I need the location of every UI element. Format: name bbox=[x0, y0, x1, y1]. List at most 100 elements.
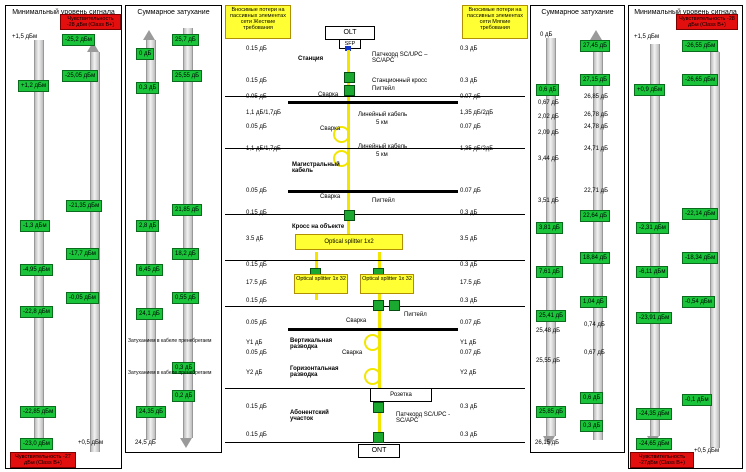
socket-box: Розетка bbox=[370, 388, 432, 402]
left-sum-value-0: 25,7 дБ bbox=[172, 34, 199, 46]
right-sum-value-17: 1,04 дБ bbox=[580, 296, 607, 308]
right-sensitivity-top: Чувствительность -28 дБм (Class B+) bbox=[676, 14, 738, 30]
hard-loss-17: 0.15 дБ bbox=[246, 432, 267, 438]
soft-loss-1: 0.3 дБ bbox=[460, 78, 478, 84]
sfp-port-icon bbox=[345, 46, 351, 51]
right-signal-value-9: -24,35 дБм bbox=[636, 408, 673, 420]
hard-loss-4: 0.05 дБ bbox=[246, 124, 267, 130]
right-signal-up-arrow bbox=[710, 52, 720, 448]
line-cable-coil-2 bbox=[333, 150, 350, 167]
soft-loss-10: 17.5 дБ bbox=[460, 280, 481, 286]
hard-loss-5: 1,1 дБ/1,7дБ bbox=[246, 146, 281, 152]
left-signal-value-2: +1,2 дБм bbox=[18, 80, 50, 92]
splice-label-1: Сварка bbox=[318, 92, 339, 98]
left-sum-value-5: 2,8 дБ bbox=[136, 220, 160, 232]
right-sum-value-10: 3,44 дБ bbox=[538, 156, 559, 162]
left-signal-bottom-value: +0,5 дБм bbox=[78, 440, 104, 446]
right-signal-value-3: -22,14 дБм bbox=[682, 208, 719, 220]
right-sum-value-24: 25,85 дБ bbox=[536, 406, 567, 418]
olt-box: OLT bbox=[325, 26, 375, 40]
right-sum-down-arrowhead bbox=[543, 436, 555, 446]
right-sum-value-9: 24,71 дБ bbox=[584, 146, 609, 152]
thick-separator-1 bbox=[288, 101, 458, 104]
ont-connector bbox=[373, 432, 384, 443]
ont-box: ONT bbox=[358, 444, 400, 458]
patchcord-top-label: Патчкорд SC/UPC – SC/APC bbox=[372, 52, 428, 64]
splice-label-4: Сварка bbox=[346, 318, 367, 324]
subscriber-section-label: Абонентский участок bbox=[290, 410, 329, 422]
right-signal-value-4: -2,31 дБм bbox=[636, 222, 669, 234]
splice-label-5: Сварка bbox=[342, 350, 363, 356]
hard-loss-3: 1,1 дБ/1,7дБ bbox=[246, 110, 281, 116]
soft-loss-4: 0.07 дБ bbox=[460, 124, 481, 130]
right-signal-value-11: -24,65 дБм bbox=[636, 438, 673, 450]
hard-loss-7: 0.15 дБ bbox=[246, 210, 267, 216]
line-5km-label-2: 5 км bbox=[376, 152, 388, 158]
soft-loss-15: Y2 дБ bbox=[460, 370, 477, 376]
left-sum-note-1: Затуханием в кабеле пренебрегаем bbox=[128, 338, 212, 344]
soft-loss-12: 0.07 дБ bbox=[460, 320, 481, 326]
pigtail-label-2: Пигтейл bbox=[372, 198, 395, 204]
hard-loss-16: 0.15 дБ bbox=[246, 404, 267, 410]
vertical-cable-coil bbox=[364, 334, 381, 351]
hard-loss-8: 3.5 дБ bbox=[246, 236, 264, 242]
olt-label: OLT bbox=[343, 29, 357, 36]
soft-loss-8: 3.5 дБ bbox=[460, 236, 478, 242]
right-signal-bottom-value: +0,5 дБм bbox=[694, 448, 720, 454]
right-signal-value-0: -26,55 дБм bbox=[682, 40, 719, 52]
sfp-label: SFP bbox=[344, 41, 356, 47]
right-sum-up-arrowhead bbox=[590, 30, 602, 40]
right-sum-value-6: 2,02 дБ bbox=[538, 114, 559, 120]
soft-loss-7: 0.3 дБ bbox=[460, 210, 478, 216]
station-cross-label: Станционный кросс bbox=[372, 78, 428, 84]
hard-requirements-header: Вносимые потери на пассивных элементах с… bbox=[225, 5, 291, 39]
splice-label-3: Сварка bbox=[320, 194, 341, 200]
soft-loss-11: 0.3 дБ bbox=[460, 298, 478, 304]
separator-line-4 bbox=[225, 260, 525, 261]
splice-connector-a bbox=[373, 300, 384, 311]
thick-separator-3 bbox=[288, 328, 458, 331]
left-signal-value-0: -25,2 дБм bbox=[62, 34, 95, 46]
left-sum-up-arrowhead bbox=[143, 30, 155, 40]
right-sum-value-8: 2,09 дБ bbox=[538, 130, 559, 136]
right-sensitivity-bottom: Чувствительность -27дБм (Class B+) bbox=[630, 452, 694, 468]
right-sum-value-0: 27,45 дБ bbox=[580, 40, 611, 52]
right-sum-value-18: 25,41 дБ bbox=[536, 310, 567, 322]
right-sum-value-12: 3,51 дБ bbox=[538, 198, 559, 204]
separator-line-3 bbox=[225, 214, 525, 215]
separator-line-2 bbox=[225, 148, 525, 149]
socket-label: Розетка bbox=[390, 392, 412, 398]
pigtail-label-3: Пигтейл bbox=[404, 312, 427, 318]
right-sum-value-1: 27,15 дБ bbox=[580, 74, 611, 86]
right-sum-down-arrow bbox=[546, 38, 556, 436]
soft-loss-5: 1,35 дБ/2дБ bbox=[460, 146, 494, 152]
horizontal-wiring-label: Горизонтальная разводка bbox=[290, 366, 339, 378]
horizontal-cable-coil bbox=[364, 368, 381, 385]
socket-connector bbox=[373, 402, 384, 413]
left-sum-note-2: Затуханием в кабеле пренебрегаем bbox=[128, 370, 212, 376]
hard-loss-0: 0.15 дБ bbox=[246, 46, 267, 52]
left-signal-value-9: -22,85 дБм bbox=[20, 406, 57, 418]
hard-loss-15: Y2 дБ bbox=[246, 370, 263, 376]
right-sum-value-21: 0,67 дБ bbox=[584, 350, 605, 356]
right-sum-value-20: 25,48 дБ bbox=[536, 328, 561, 334]
left-sum-value-12: 0,3 дБ bbox=[172, 362, 196, 374]
soft-loss-6: 0.07 дБ bbox=[460, 188, 481, 194]
right-sum-value-16: 7,61 дБ bbox=[536, 266, 563, 278]
soft-loss-16: 0.3 дБ bbox=[460, 404, 478, 410]
right-signal-value-7: -0,54 дБм bbox=[682, 296, 715, 308]
right-sum-value-7: 24,78 дБ bbox=[584, 124, 609, 130]
line-cable-coil-1 bbox=[333, 126, 350, 143]
line-cable-label-2: Линейный кабель bbox=[358, 144, 408, 150]
soft-loss-9: 0.3 дБ bbox=[460, 262, 478, 268]
hard-loss-2: 0.05 дБ bbox=[246, 94, 267, 100]
right-signal-value-5: -18,34 дБм bbox=[682, 252, 719, 264]
soft-loss-3: 1,35 дБ/2дБ bbox=[460, 110, 494, 116]
left-signal-title: Минимальный уровень сигнала bbox=[12, 9, 115, 16]
right-sum-value-2: 0,6 дБ bbox=[536, 84, 560, 96]
pigtail-connector bbox=[344, 85, 355, 96]
left-sum-value-2: 25,55 дБ bbox=[172, 70, 203, 82]
left-signal-value-8: -22,8 дБм bbox=[20, 306, 53, 318]
hard-loss-6: 0.05 дБ bbox=[246, 188, 267, 194]
left-signal-top-value: +1,5 дБм bbox=[12, 34, 38, 40]
